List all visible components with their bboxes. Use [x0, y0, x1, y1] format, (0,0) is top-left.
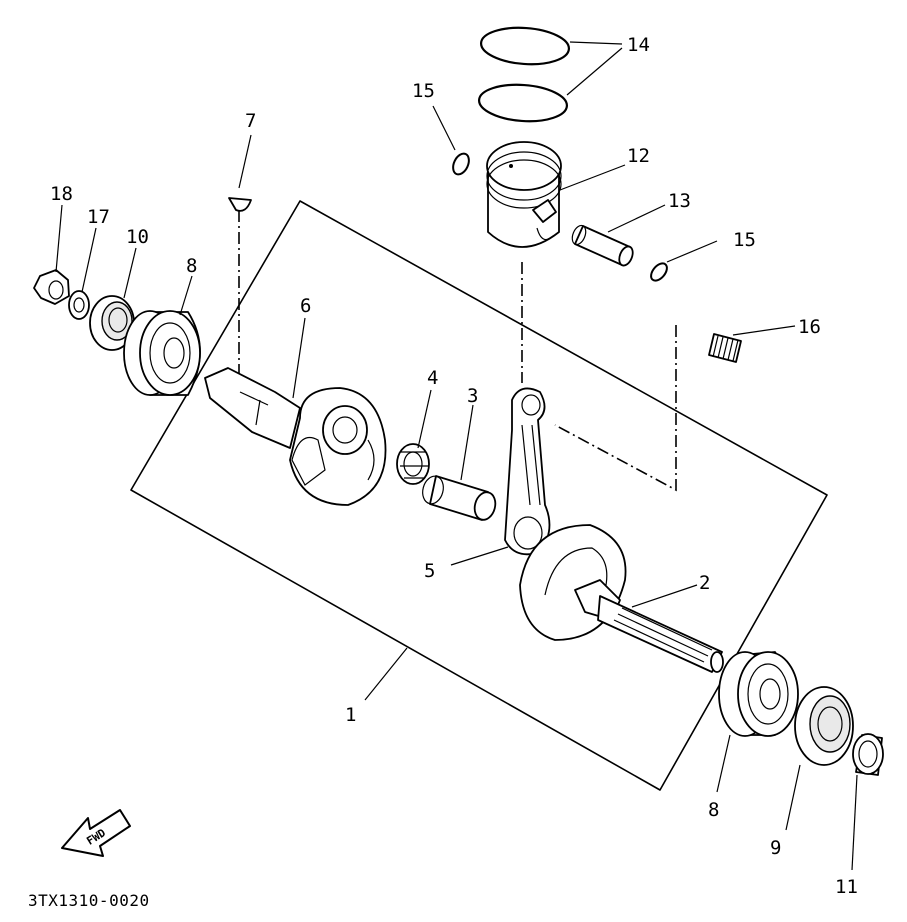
callout-8-left: 8	[186, 255, 197, 277]
callout-1: 1	[345, 704, 356, 726]
callout-18: 18	[50, 183, 73, 205]
callout-2: 2	[699, 572, 710, 594]
fwd-label: FWD	[84, 826, 108, 848]
callout-9: 9	[770, 837, 781, 859]
connecting-rod	[504, 387, 551, 556]
crank-pin	[422, 475, 497, 521]
fwd-arrow-icon: FWD	[61, 809, 131, 857]
drawing-code: 3TX1310-0020	[28, 891, 150, 910]
leader-lines	[55, 41, 858, 871]
piston-pin	[571, 224, 634, 267]
crank-pin-bearing	[396, 443, 430, 485]
crank-half-left	[204, 367, 387, 506]
callout-4: 4	[427, 367, 438, 389]
piston-rings	[477, 26, 571, 123]
callout-5: 5	[424, 560, 435, 582]
callout-labels: 14 15 12 13 15 16 7 18 17 10 8 6 4 3 5 2…	[50, 34, 858, 898]
piston-pin-clip-left	[452, 152, 470, 176]
callout-8-right: 8	[708, 799, 719, 821]
piston-pin-clip-right	[650, 262, 668, 282]
small-end-bearing	[708, 333, 742, 363]
callout-15-right: 15	[733, 229, 756, 251]
callout-16: 16	[798, 316, 821, 338]
lock-washer	[68, 290, 90, 320]
callout-10: 10	[126, 226, 149, 248]
callout-17: 17	[87, 206, 110, 228]
crank-half-right	[519, 524, 724, 673]
woodruff-key	[228, 197, 252, 212]
oil-seal-right	[794, 686, 854, 766]
callout-12: 12	[627, 145, 650, 167]
callout-14: 14	[627, 34, 650, 56]
piston	[486, 141, 562, 248]
callout-7: 7	[245, 110, 256, 132]
crank-nut	[33, 269, 70, 305]
callout-11: 11	[835, 876, 858, 898]
assembly-center-lines	[238, 210, 677, 492]
collar	[852, 733, 884, 776]
oil-seal-left	[89, 295, 135, 351]
callout-15-left: 15	[412, 80, 435, 102]
main-bearing-left	[123, 310, 201, 396]
main-bearing-right	[718, 651, 799, 737]
callout-6: 6	[300, 295, 311, 317]
callout-3: 3	[467, 385, 478, 407]
callout-13: 13	[668, 190, 691, 212]
